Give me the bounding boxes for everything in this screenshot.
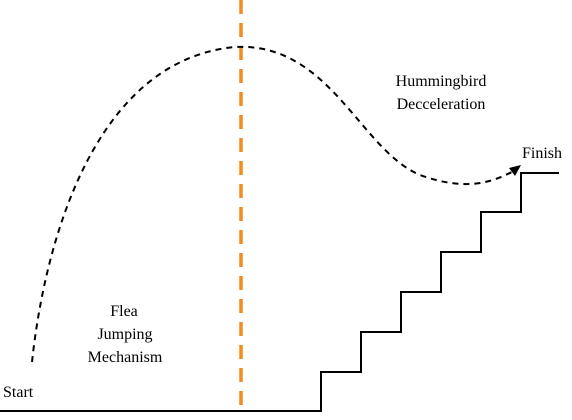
- flea-label-line-1: Flea: [110, 303, 138, 320]
- finish-label: Finish: [522, 145, 562, 162]
- start-label: Start: [3, 384, 34, 401]
- flea-label-line-3: Mechanism: [88, 349, 163, 366]
- flea-label-line-2: Jumping: [97, 326, 152, 343]
- hummingbird-label-line-1: Hummingbird: [396, 73, 487, 90]
- hummingbird-label-line-2: Decceleration: [397, 96, 486, 113]
- arrowhead: [509, 165, 521, 176]
- staircase-path: [0, 172, 559, 412]
- trajectory-curve: [31, 45, 513, 363]
